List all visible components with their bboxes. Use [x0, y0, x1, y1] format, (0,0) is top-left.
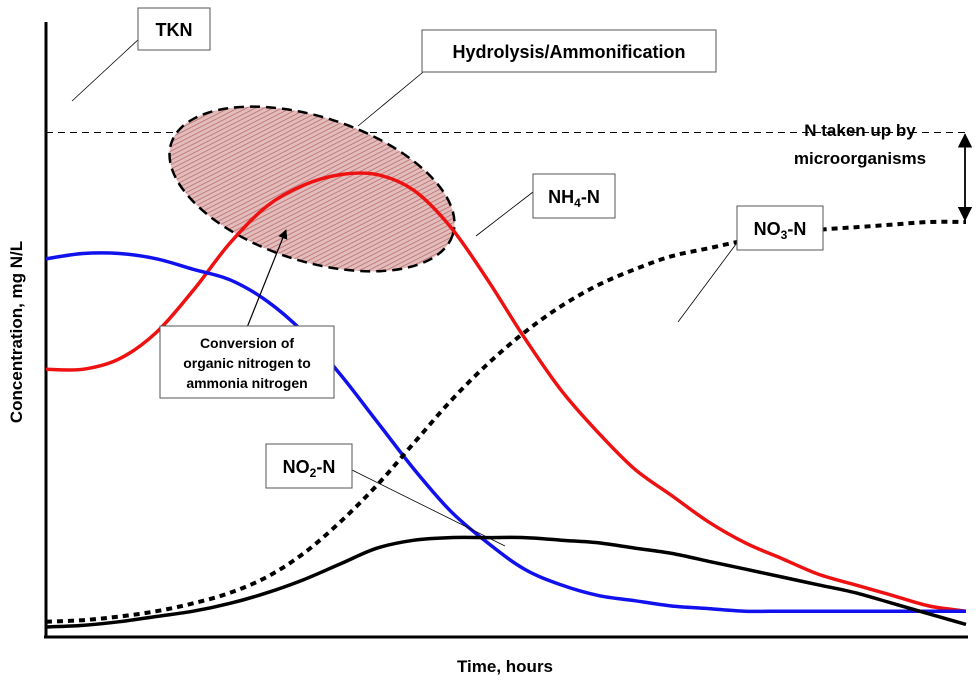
conversion-text-line1: Conversion of: [200, 335, 294, 351]
nh4-label: NH4-N: [532, 173, 616, 219]
conversion-arrow: [245, 229, 288, 331]
uptake-text-line1: N taken up by: [804, 121, 916, 140]
no2-text-sub: 2: [310, 466, 317, 480]
no2-text-tail: -N: [316, 457, 335, 477]
series-line-no2: [45, 535, 967, 629]
no3-text-main: NO: [754, 219, 781, 239]
tkn-text: TKN: [156, 20, 193, 40]
nh4-text-sub: 4: [574, 196, 581, 210]
no2-leader: [351, 469, 506, 547]
nh4-leader: [475, 191, 534, 237]
no2-text-main: NO: [283, 457, 310, 477]
series-line-nh4: [45, 171, 967, 613]
hydrolysis-leader: [357, 67, 429, 127]
svg-text:NO2-N: NO2-N: [283, 457, 336, 480]
no3-text-tail: -N: [787, 219, 806, 239]
uptake-text-line2: microorganisms: [794, 149, 926, 168]
no2-label: NO2-N: [265, 443, 353, 489]
nh4-text-tail: -N: [581, 187, 600, 207]
series-line-no3: [45, 219, 967, 624]
tkn-leader: [71, 37, 141, 102]
conversion-label: Conversion of organic nitrogen to ammoni…: [159, 325, 335, 399]
no3-text-sub: 3: [781, 228, 788, 242]
hydrolysis-label: Hydrolysis/Ammonification: [421, 29, 717, 73]
svg-text:NO3-N: NO3-N: [754, 219, 807, 242]
nh4-text-main: NH: [548, 187, 574, 207]
no3-label: NO3-N: [736, 205, 824, 251]
svg-text:NH4-N: NH4-N: [548, 187, 600, 210]
hydrolysis-text: Hydrolysis/Ammonification: [452, 42, 685, 62]
no3-leader: [677, 231, 746, 323]
x-axis-title: Time, hours: [457, 657, 553, 676]
y-axis-title: Concentration, mg N/L: [7, 241, 26, 423]
series-line-organic: [45, 251, 966, 614]
tkn-label: TKN: [137, 7, 211, 51]
conversion-text-line2: organic nitrogen to: [183, 355, 311, 371]
conversion-text-line3: ammonia nitrogen: [186, 375, 307, 391]
